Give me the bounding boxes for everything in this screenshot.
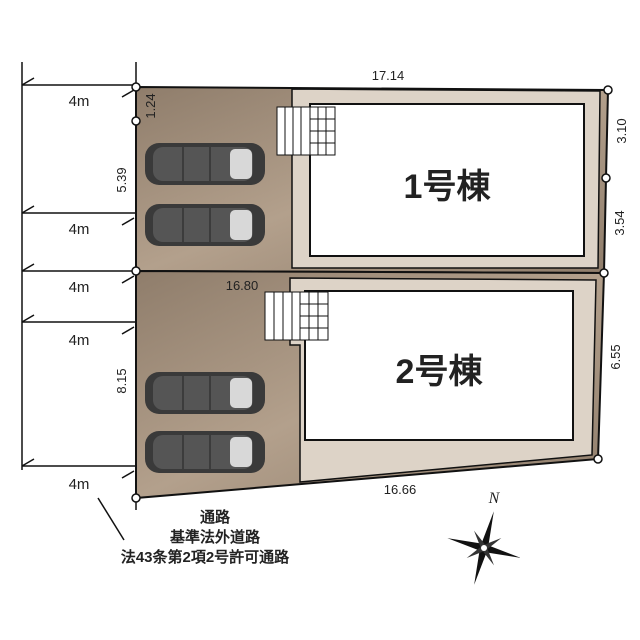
road-width-label: 4m: [69, 332, 90, 349]
dimension-right-top: 3.10: [614, 118, 629, 143]
road-lines: [21, 62, 137, 541]
car-icon: [144, 203, 266, 247]
dimension-bottom: 16.66: [384, 482, 417, 497]
road-note-line: 法43条第2項2号許可通路: [121, 548, 290, 566]
dimension-left-short: 1.24: [143, 93, 158, 118]
boundary-markers: [131, 82, 613, 503]
car-icon: [144, 142, 266, 186]
dimension-right-mid: 3.54: [612, 210, 627, 235]
car-icon: [144, 430, 266, 474]
building-2: [304, 290, 574, 441]
road-width-label: 4m: [69, 279, 90, 296]
road-width-label: 4m: [69, 93, 90, 110]
building-1: [309, 103, 585, 257]
road-note-line: 基準法外道路: [169, 528, 261, 546]
dimension-divider: 16.80: [226, 278, 259, 293]
road-width-label: 4m: [69, 476, 90, 493]
compass-rose-icon: [447, 511, 521, 585]
compass-north-label: N: [488, 490, 501, 507]
dimension-right-lower: 6.55: [608, 344, 623, 369]
dimension-top: 17.14: [372, 68, 405, 83]
road-width-label: 4m: [69, 221, 90, 238]
dimension-left-lower: 8.15: [114, 368, 129, 393]
dimension-left-upper: 5.39: [114, 167, 129, 192]
building-1-label: 1号棟: [404, 168, 492, 206]
stairs-1: [276, 106, 336, 156]
car-icon: [144, 371, 266, 415]
stairs-2: [264, 291, 329, 341]
building-2-label: 2号棟: [396, 353, 484, 391]
road-note-line: 通路: [200, 508, 231, 526]
